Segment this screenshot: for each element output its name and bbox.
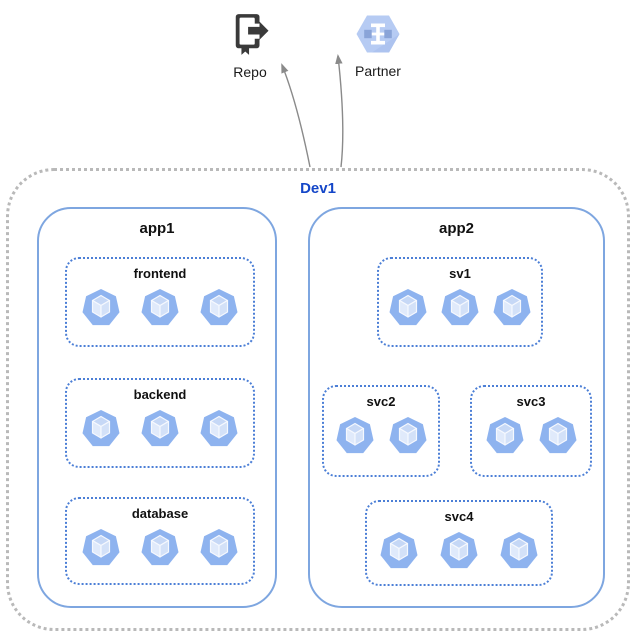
pod-group: [82, 288, 238, 326]
boundary-dev1: Dev1 app1 frontend backend: [6, 168, 630, 631]
boundary-label: Dev1: [300, 180, 336, 197]
pod-icon: [389, 417, 426, 454]
pod-icon: [141, 289, 179, 326]
service-title: svc3: [516, 394, 546, 409]
pod-group: [486, 416, 577, 454]
service-title: sv1: [449, 266, 471, 281]
pod-icon: [82, 289, 120, 326]
external-node-repo: Repo: [218, 13, 282, 80]
edge-dev1-partner: [335, 54, 344, 168]
app-box-app1: app1 frontend backend: [37, 207, 277, 608]
pod-icon: [82, 410, 120, 447]
edge-dev1-repo: [281, 63, 311, 168]
pod-group: [82, 409, 238, 447]
external-node-label: Repo: [233, 64, 267, 80]
pod-icon: [336, 417, 373, 454]
pod-icon: [539, 417, 576, 454]
pod-icon: [141, 529, 179, 566]
pod-icon: [200, 289, 238, 326]
service-title: svc2: [366, 394, 396, 409]
pod-icon: [500, 532, 538, 569]
pod-icon: [200, 529, 238, 566]
source-repo-icon: [235, 14, 269, 55]
pod-icon: [200, 410, 238, 447]
pod-icon: [389, 289, 427, 326]
service-box-frontend: frontend: [65, 257, 255, 347]
service-title: frontend: [133, 266, 187, 281]
app-title: app2: [438, 220, 474, 237]
pod-group: [380, 531, 538, 569]
service-box-database: database: [65, 497, 255, 585]
service-box-svc2: svc2: [322, 385, 440, 477]
pod-icon: [486, 417, 523, 454]
pod-group: [82, 528, 238, 566]
service-title: svc4: [444, 509, 474, 524]
pod-icon: [440, 532, 478, 569]
pod-group: [389, 288, 531, 326]
external-node-partner: Partner: [345, 13, 411, 79]
pod-icon: [82, 529, 120, 566]
pod-icon: [493, 289, 531, 326]
service-title: backend: [133, 387, 187, 402]
app-box-app2: app2 sv1 svc2: [308, 207, 605, 608]
service-box-backend: backend: [65, 378, 255, 468]
external-node-label: Partner: [355, 63, 401, 79]
pod-icon: [441, 289, 479, 326]
partner-hexagon-icon: [356, 15, 400, 53]
service-box-svc4: svc4: [365, 500, 553, 586]
pod-icon: [141, 410, 179, 447]
pod-icon: [380, 532, 418, 569]
service-box-svc3: svc3: [470, 385, 592, 477]
service-box-sv1: sv1: [377, 257, 543, 347]
pod-group: [336, 416, 427, 454]
service-title: database: [131, 506, 189, 521]
app-title: app1: [139, 220, 175, 237]
